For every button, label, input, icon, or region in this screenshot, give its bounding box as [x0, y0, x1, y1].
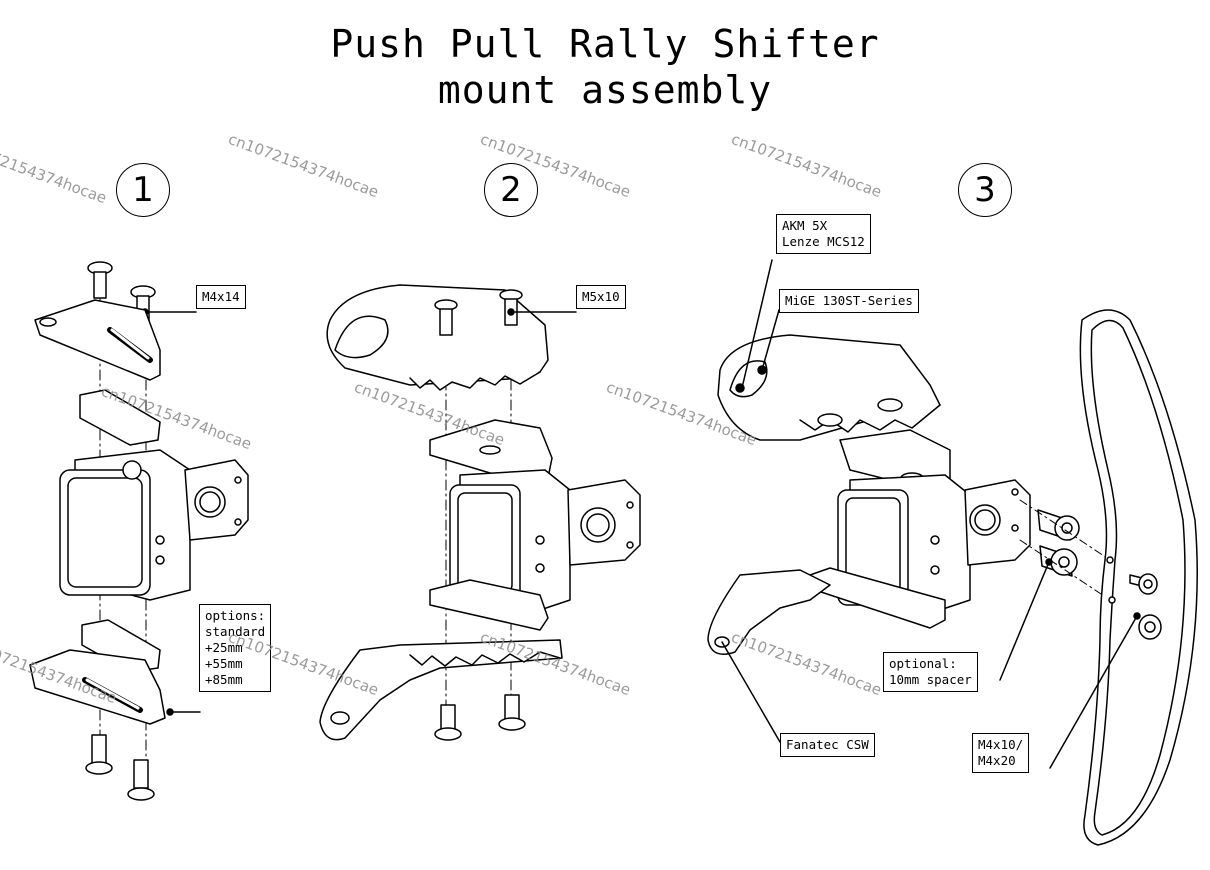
screw-2-top-left [434, 299, 458, 336]
step-number-3: 3 [958, 163, 1012, 217]
spacer-bottom [1039, 545, 1078, 577]
callout-m4x10: M4x10/ M4x20 [972, 733, 1030, 773]
screw-2-bottom-left [434, 704, 462, 741]
screw-top-left [87, 261, 113, 299]
screw-bottom-right [127, 759, 155, 801]
diagram-title-line1: Push Pull Rally Shifter [330, 22, 880, 66]
spacer-top [1037, 509, 1080, 541]
diagram-title-line2: mount assembly [437, 68, 773, 112]
callout-motor-akm-lenze: AKM 5X Lenze MCS12 [776, 214, 871, 254]
screw-bottom-left [85, 734, 113, 775]
callout-mige: MiGE 130ST-Series [779, 289, 919, 313]
callout-fanatec: Fanatec CSW [780, 733, 875, 757]
callout-m4x14: M4x14 [196, 285, 246, 309]
paddle-screw-lower [1133, 612, 1162, 640]
callout-m5x10: M5x10 [576, 285, 626, 309]
step-number-1: 1 [116, 163, 170, 217]
callout-optional-spacer: optional: 10mm spacer [883, 652, 978, 692]
screw-2-top-right [499, 289, 523, 326]
step2-exploded-view [319, 284, 641, 741]
step1-exploded-view [29, 261, 249, 801]
paddle-screw-upper [1129, 573, 1158, 595]
callout-options: options: standard +25mm +55mm +85mm [199, 604, 272, 692]
screw-2-bottom-right [498, 694, 526, 731]
step3-assembled-view [707, 259, 1198, 846]
step-number-2: 2 [484, 163, 538, 217]
